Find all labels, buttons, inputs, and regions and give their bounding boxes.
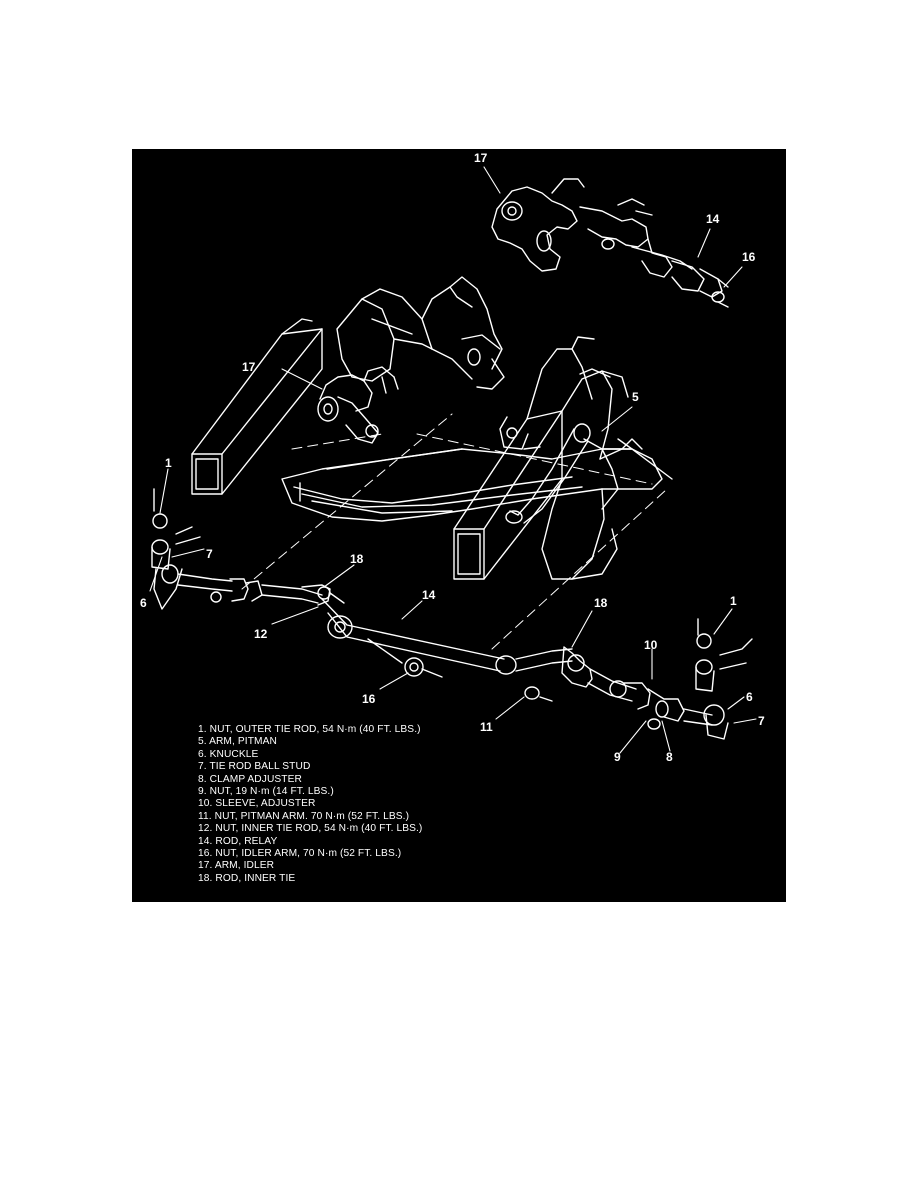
frame-assembly bbox=[191, 276, 673, 580]
callout-12: 12 bbox=[254, 627, 268, 641]
callout-9: 9 bbox=[614, 750, 621, 764]
legend-item-10: 10. SLEEVE, ADJUSTER bbox=[198, 798, 316, 810]
pitman-nut bbox=[524, 686, 540, 700]
legend-item-7: 7. TIE ROD BALL STUD bbox=[198, 761, 311, 773]
callout-18-left: 18 bbox=[350, 552, 364, 566]
inset-idler-arm-detail bbox=[491, 178, 729, 308]
legend-item-12: 12. NUT, INNER TIE ROD, 54 N·m (40 FT. L… bbox=[198, 823, 423, 835]
callout-17-mid: 17 bbox=[242, 360, 256, 374]
callout-labels: 17 14 16 17 5 1 7 6 18 14 12 16 18 1 10 … bbox=[140, 151, 765, 764]
idler-arm-mounted bbox=[317, 366, 399, 444]
callout-7-right: 7 bbox=[758, 714, 765, 728]
steering-linkage-diagram: 17 14 16 17 5 1 7 6 18 14 12 16 18 1 10 … bbox=[132, 149, 786, 902]
right-inner-tie-rod bbox=[561, 646, 713, 730]
legend-item-16: 16. NUT, IDLER ARM, 70 N·m (52 FT. LBS.) bbox=[198, 848, 402, 860]
callout-11: 11 bbox=[480, 720, 493, 734]
callout-7-left: 7 bbox=[206, 547, 213, 561]
legend-item-17: 17. ARM, IDLER bbox=[198, 860, 275, 872]
legend-item-6: 6. KNUCKLE bbox=[198, 748, 259, 760]
callout-6-left: 6 bbox=[140, 596, 147, 610]
right-tie-rod-end bbox=[695, 618, 753, 740]
legend-item-14: 14. ROD, RELAY bbox=[198, 835, 278, 847]
callout-5: 5 bbox=[632, 390, 639, 404]
relay-rod bbox=[321, 598, 573, 678]
legend-item-8: 8. CLAMP ADJUSTER bbox=[198, 773, 302, 785]
diagram-illustration: 17 14 16 17 5 1 7 6 18 14 12 16 18 1 10 … bbox=[140, 151, 765, 764]
legend-item-9: 9. NUT, 19 N·m (14 FT. LBS.) bbox=[198, 786, 334, 798]
legend-item-11: 11. NUT, PITMAN ARM. 70 N·m (52 FT. LBS.… bbox=[198, 810, 410, 822]
callout-14-top: 14 bbox=[706, 212, 720, 226]
callout-10: 10 bbox=[644, 638, 658, 652]
pitman-arm bbox=[505, 428, 589, 524]
callout-14-mid: 14 bbox=[422, 588, 436, 602]
legend-item-5: 5. ARM, PITMAN bbox=[198, 736, 277, 748]
callout-16-top: 16 bbox=[742, 250, 756, 264]
parts-legend: 1. NUT, OUTER TIE ROD, 54 N·m (40 FT. LB… bbox=[198, 724, 422, 885]
callout-8: 8 bbox=[666, 750, 673, 764]
callout-17-top: 17 bbox=[474, 151, 488, 165]
legend-item-1: 1. NUT, OUTER TIE ROD, 54 N·m (40 FT. LB… bbox=[198, 724, 421, 735]
callout-1-right: 1 bbox=[730, 594, 737, 608]
callout-18-right: 18 bbox=[594, 596, 608, 610]
callout-1-left: 1 bbox=[165, 456, 172, 470]
legend-item-18: 18. ROD, INNER TIE bbox=[198, 872, 296, 884]
left-tie-rod-end bbox=[151, 488, 233, 610]
callout-6-right: 6 bbox=[746, 690, 753, 704]
callout-16-bottom: 16 bbox=[362, 692, 376, 706]
